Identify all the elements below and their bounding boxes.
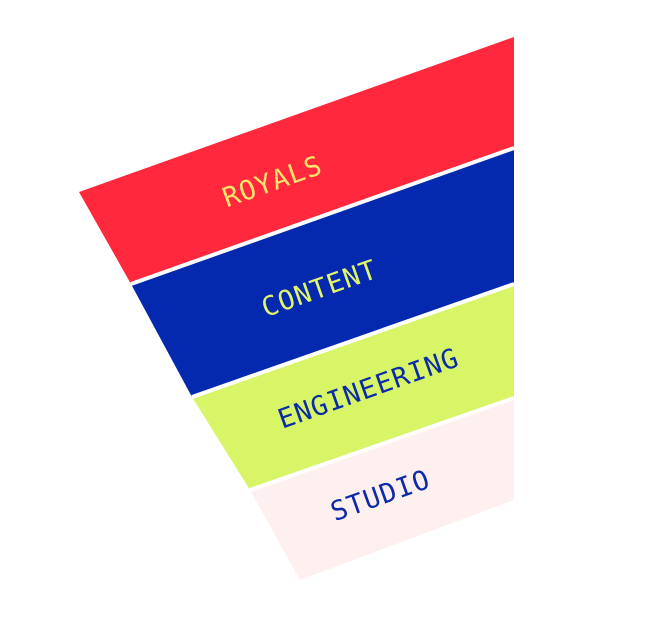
tier-divider-3 xyxy=(249,396,515,492)
tier-divider-2 xyxy=(191,282,515,399)
funnel-tier-studio xyxy=(250,398,514,580)
funnel-tiers: ROYALS CONTENT ENGINEERING STUDIO xyxy=(79,37,515,580)
funnel-tier-royals xyxy=(79,37,514,284)
funnel-tier-engineering xyxy=(192,284,514,490)
funnel-tier-content xyxy=(131,148,514,397)
tier-divider-1 xyxy=(130,146,515,286)
